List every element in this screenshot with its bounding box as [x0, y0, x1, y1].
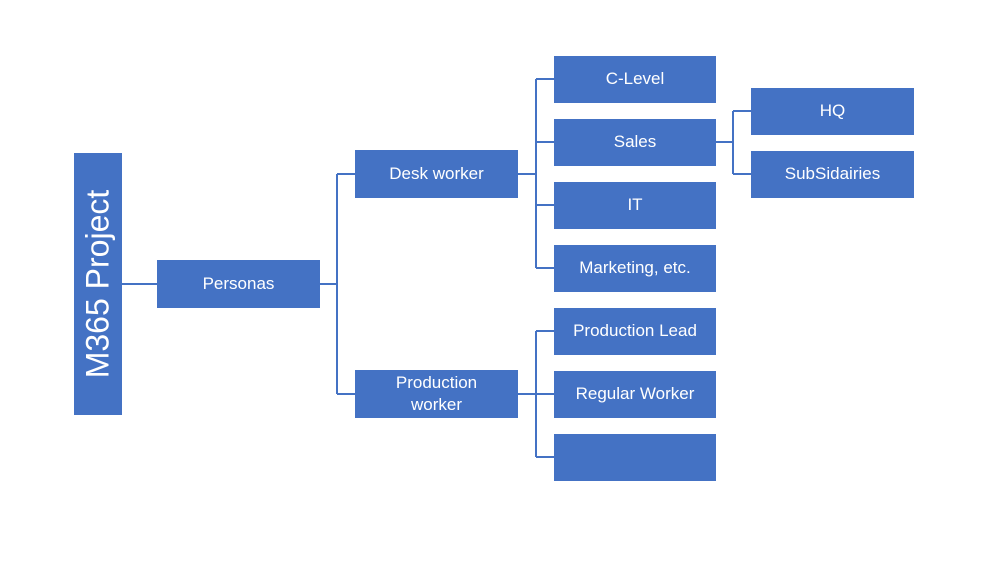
subsidiaries-node: SubSidairies [751, 151, 914, 198]
root-label: M365 Project [79, 189, 116, 379]
regular-worker-node: Regular Worker [554, 371, 716, 418]
personas-node: Personas [157, 260, 320, 308]
sales-node: Sales [554, 119, 716, 166]
marketing-node: Marketing, etc. [554, 245, 716, 292]
root-node: M365 Project [74, 153, 122, 415]
production-worker-node: Production worker [355, 370, 518, 418]
production-lead-node: Production Lead [554, 308, 716, 355]
desk-worker-node: Desk worker [355, 150, 518, 198]
empty-node [554, 434, 716, 481]
it-node: IT [554, 182, 716, 229]
c-level-node: C-Level [554, 56, 716, 103]
hq-node: HQ [751, 88, 914, 135]
